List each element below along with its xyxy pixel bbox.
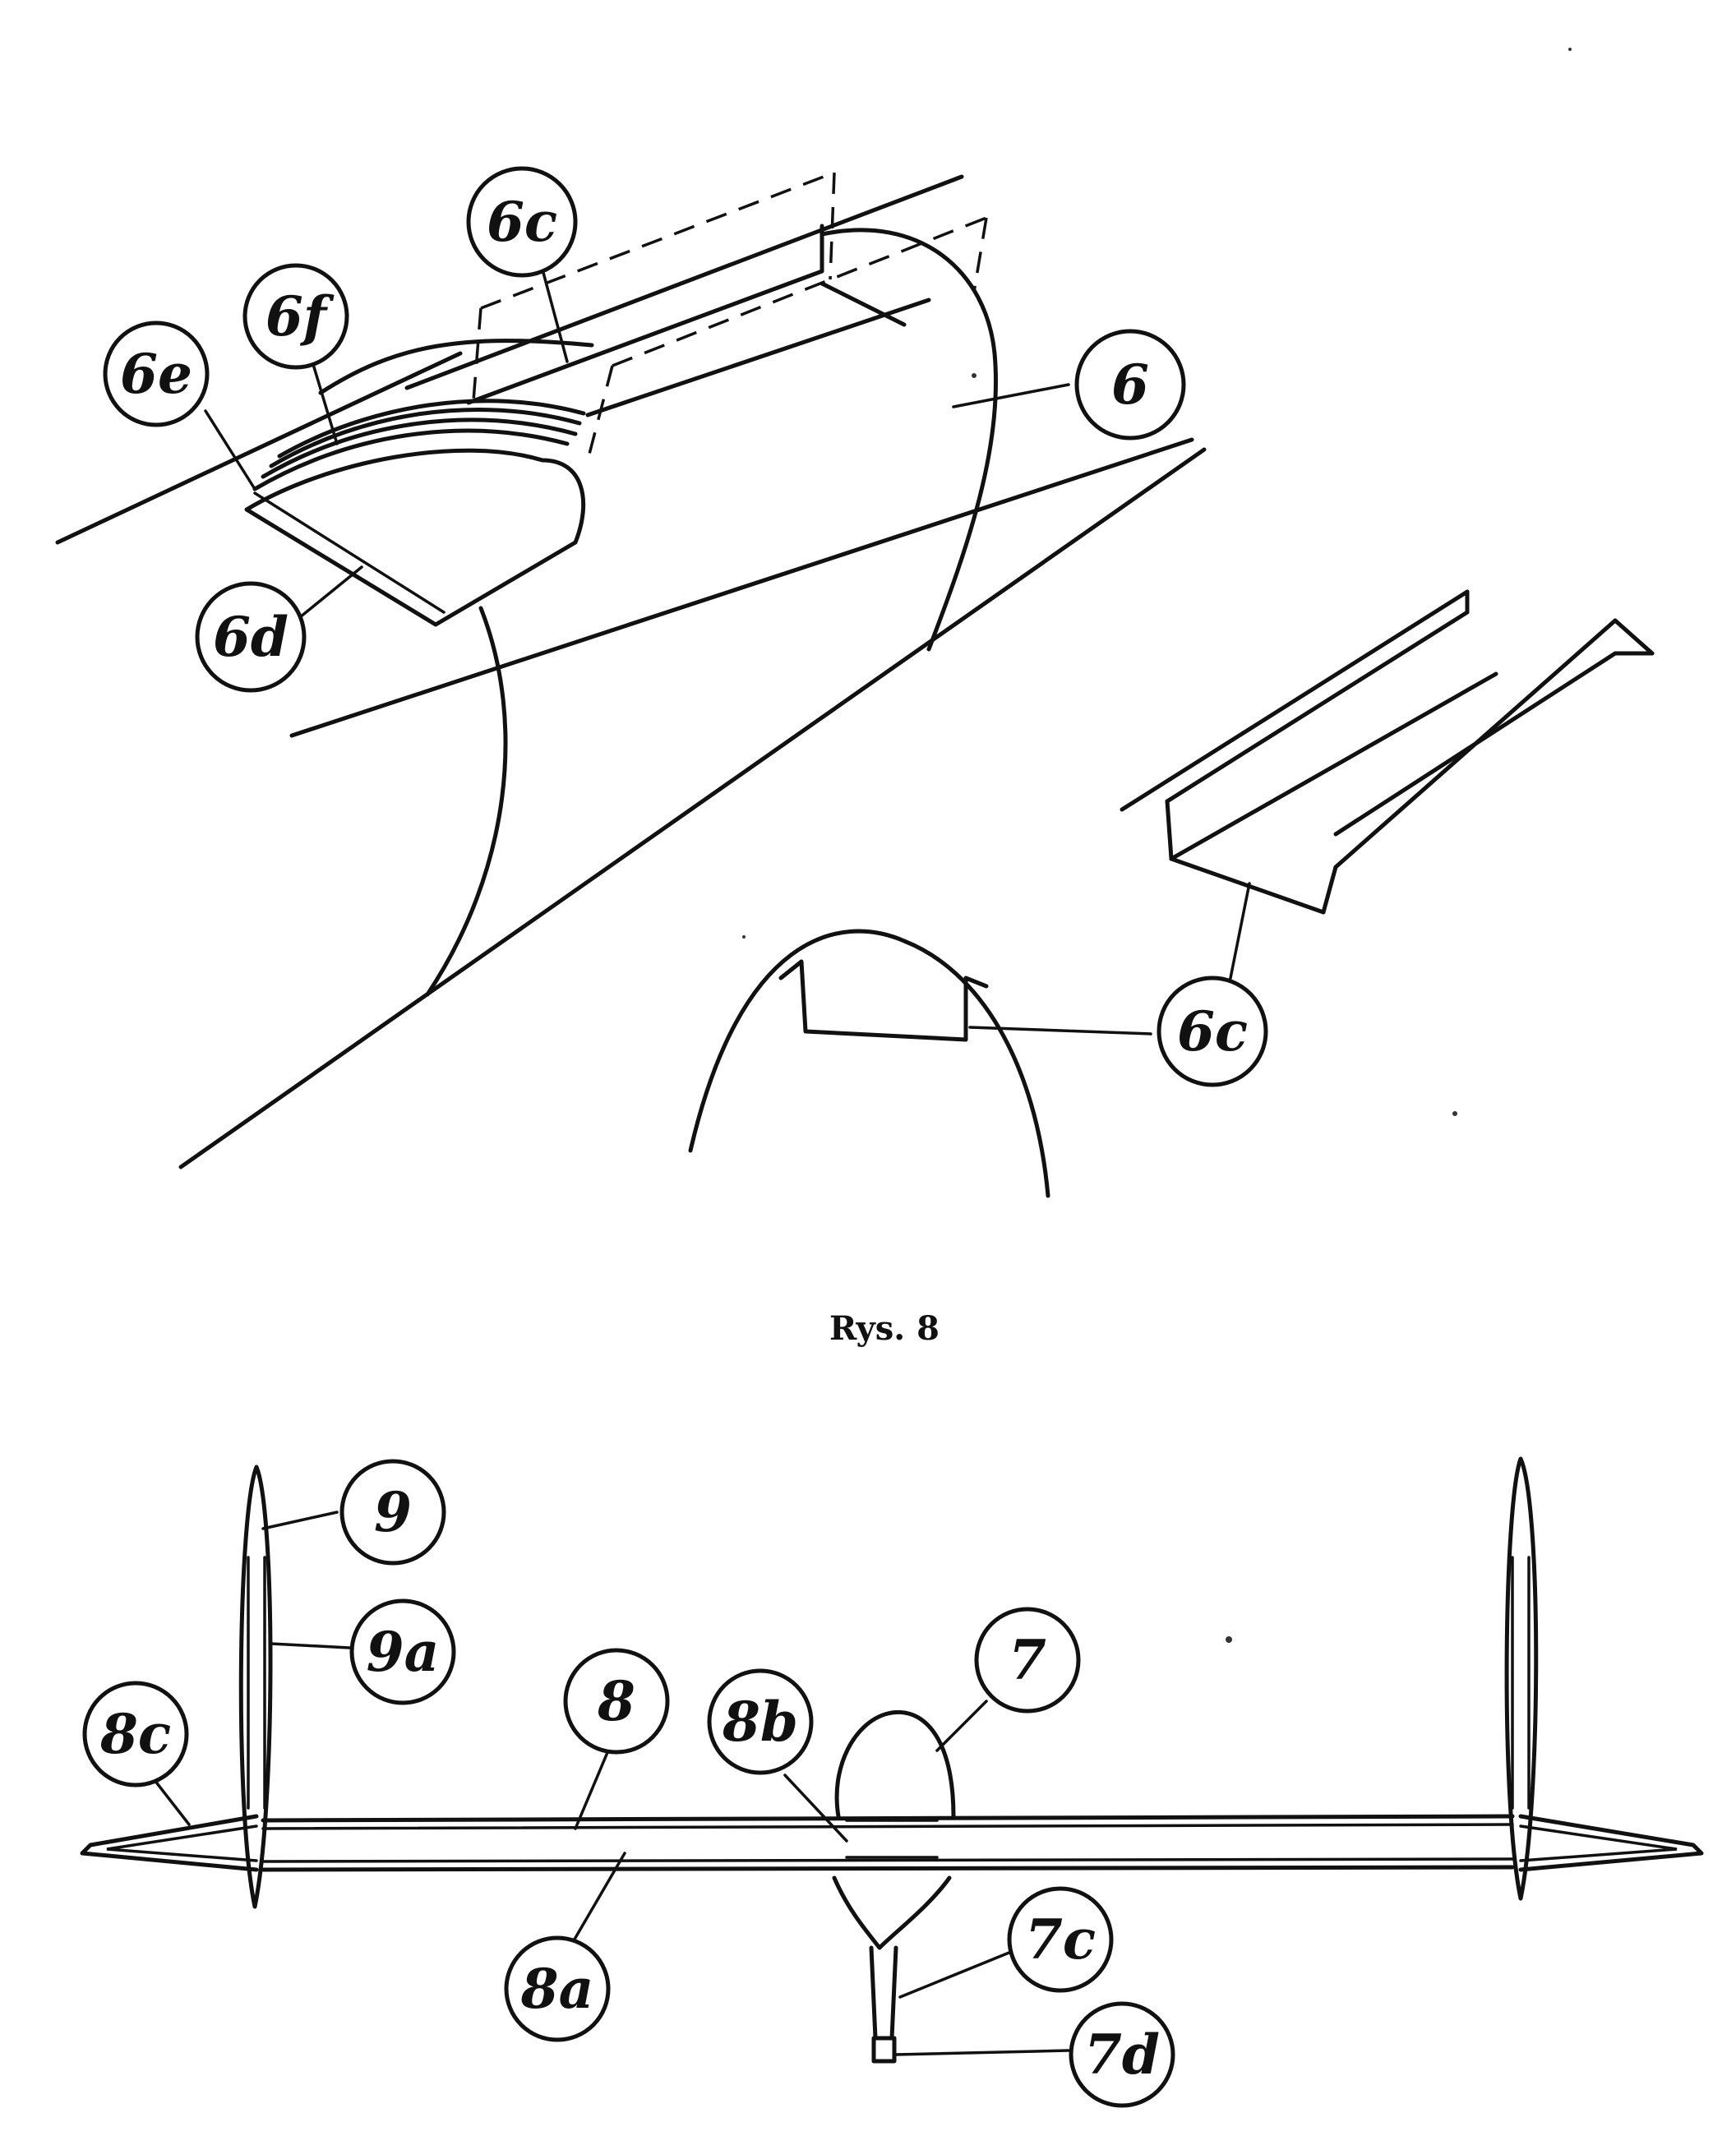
callout-6c-profile-text: 6c bbox=[1177, 999, 1248, 1063]
callout-7: 7 bbox=[974, 1607, 1081, 1714]
pod-7-upper bbox=[834, 1710, 956, 1819]
leader-9 bbox=[261, 1511, 339, 1530]
callout-6d: 6d bbox=[195, 581, 307, 693]
channel-6c-profile-figure bbox=[1120, 589, 1655, 988]
callout-8c: 8c bbox=[82, 1681, 189, 1788]
leader-6c-bottom bbox=[968, 1026, 1152, 1036]
callout-9-text: 9 bbox=[374, 1480, 412, 1544]
channel-6c-side-b bbox=[585, 298, 931, 417]
tip-right-inner bbox=[1519, 1824, 1678, 1862]
callout-9: 9 bbox=[339, 1459, 446, 1566]
fuselage-top-edge-left bbox=[55, 351, 463, 545]
tip-8c-left-inner bbox=[106, 1824, 258, 1862]
callout-7-text: 7 bbox=[1009, 1628, 1046, 1692]
fuselage-bottom-edge bbox=[178, 447, 1207, 1169]
callout-6-text: 6 bbox=[1111, 353, 1149, 417]
leader-7c bbox=[898, 1950, 1013, 1999]
callout-8a: 8a bbox=[504, 1935, 611, 2042]
strip-6f-2 bbox=[269, 408, 582, 468]
profile-lip-top2 bbox=[1165, 610, 1470, 804]
callouts: 6 6c 6f 6e 6d 6c 9 9a bbox=[82, 166, 1268, 2108]
tail-assembly-figure bbox=[80, 1456, 1704, 2064]
front-section-lower-curve bbox=[318, 339, 594, 395]
leader-6 bbox=[952, 383, 1070, 408]
callout-8-text: 8 bbox=[597, 1669, 635, 1733]
callout-6f: 6f bbox=[242, 263, 349, 370]
scan-specks bbox=[742, 48, 1572, 1643]
fin-9-left-outline bbox=[238, 1465, 273, 1909]
fin-9-right-outline bbox=[1504, 1456, 1539, 1901]
section-channel bbox=[778, 959, 989, 1042]
profile-bottom-front bbox=[1169, 856, 1326, 915]
leader-8b bbox=[783, 1774, 848, 1843]
leader-7 bbox=[935, 1700, 988, 1752]
tip-8c-left bbox=[80, 1814, 259, 1872]
strip-6f-3 bbox=[277, 399, 586, 459]
stabilizer-8-inner-edge bbox=[261, 1823, 1514, 1830]
callout-6c-profile: 6c bbox=[1157, 976, 1268, 1087]
leader-6c-profile bbox=[1227, 882, 1251, 988]
strip-6f-1 bbox=[261, 417, 578, 479]
fuselage-top-edge-right bbox=[404, 174, 964, 390]
profile-right-lip2 bbox=[1333, 651, 1618, 837]
channel-6c-dashed-end1 bbox=[829, 172, 836, 280]
front-section-curve bbox=[425, 606, 508, 997]
frame-6d-outline bbox=[244, 448, 586, 627]
callout-6d-text: 6d bbox=[213, 605, 289, 669]
channel-6c-dashed-end2 bbox=[972, 217, 988, 293]
end-7d bbox=[871, 2036, 897, 2064]
callout-6: 6 bbox=[1074, 329, 1186, 441]
pod-7-lower bbox=[832, 1875, 952, 1950]
callout-7d-text: 7d bbox=[1084, 2023, 1160, 2087]
callout-8c-text: 8c bbox=[99, 1702, 171, 1766]
stabilizer-8a-inner-edge bbox=[261, 1857, 1514, 1863]
channel-6c-dashed-front bbox=[471, 307, 482, 412]
profile-left-wall bbox=[1165, 799, 1174, 861]
callout-6e: 6e bbox=[103, 321, 210, 427]
callout-9a: 9a bbox=[349, 1598, 456, 1705]
leader-6d bbox=[294, 565, 363, 622]
tip-right bbox=[1518, 1814, 1704, 1872]
leader-7d bbox=[894, 2049, 1070, 2056]
callout-7c-text: 7c bbox=[1025, 1907, 1096, 1972]
channel-6c-floor bbox=[820, 281, 907, 327]
fuselage-lower-edge bbox=[289, 437, 1194, 738]
profile-bottom-back bbox=[1169, 671, 1498, 861]
fuselage-section-figure bbox=[55, 171, 1207, 1169]
channel-6c-dashed-top bbox=[480, 171, 835, 310]
callout-6c-top-text: 6c bbox=[487, 190, 557, 254]
leader-9a bbox=[270, 1642, 351, 1649]
frame-6-curve bbox=[820, 228, 999, 652]
callout-8a-text: 8a bbox=[520, 1957, 594, 2021]
leader-8a bbox=[566, 1852, 626, 1954]
frame-6d-inner-edge bbox=[253, 491, 446, 614]
leader-6e bbox=[204, 409, 256, 491]
cross-section-figure bbox=[688, 929, 1152, 1198]
leader-6c-top bbox=[541, 268, 569, 363]
callout-7c: 7c bbox=[1007, 1886, 1114, 1993]
leader-6f bbox=[311, 360, 339, 445]
callout-6c-top: 6c bbox=[466, 166, 578, 278]
boom-7c bbox=[869, 1945, 898, 2041]
leader-8 bbox=[574, 1749, 610, 1830]
callout-7d: 7d bbox=[1069, 2001, 1175, 2108]
callout-8b-text: 8b bbox=[722, 1690, 798, 1754]
callout-8b: 8b bbox=[707, 1668, 814, 1775]
profile-top-lip bbox=[1120, 589, 1470, 812]
section-arch bbox=[688, 929, 1050, 1198]
strip-6e bbox=[252, 428, 570, 491]
channel-6c-side-a bbox=[466, 269, 824, 405]
stabilizer-8-top-edge bbox=[261, 1814, 1515, 1823]
figure-caption: Rys. 8 bbox=[829, 1309, 940, 1348]
channel-6c-dashed-front2 bbox=[586, 365, 614, 461]
callout-8: 8 bbox=[563, 1648, 670, 1755]
callout-6f-text: 6f bbox=[265, 284, 335, 348]
stabilizer-8a-bottom-edge bbox=[261, 1865, 1515, 1872]
profile-right-wall bbox=[1321, 865, 1338, 915]
callout-9a-text: 9a bbox=[367, 1620, 440, 1684]
profile-right-lip-end bbox=[1613, 618, 1655, 656]
callout-6e-text: 6e bbox=[120, 342, 192, 406]
